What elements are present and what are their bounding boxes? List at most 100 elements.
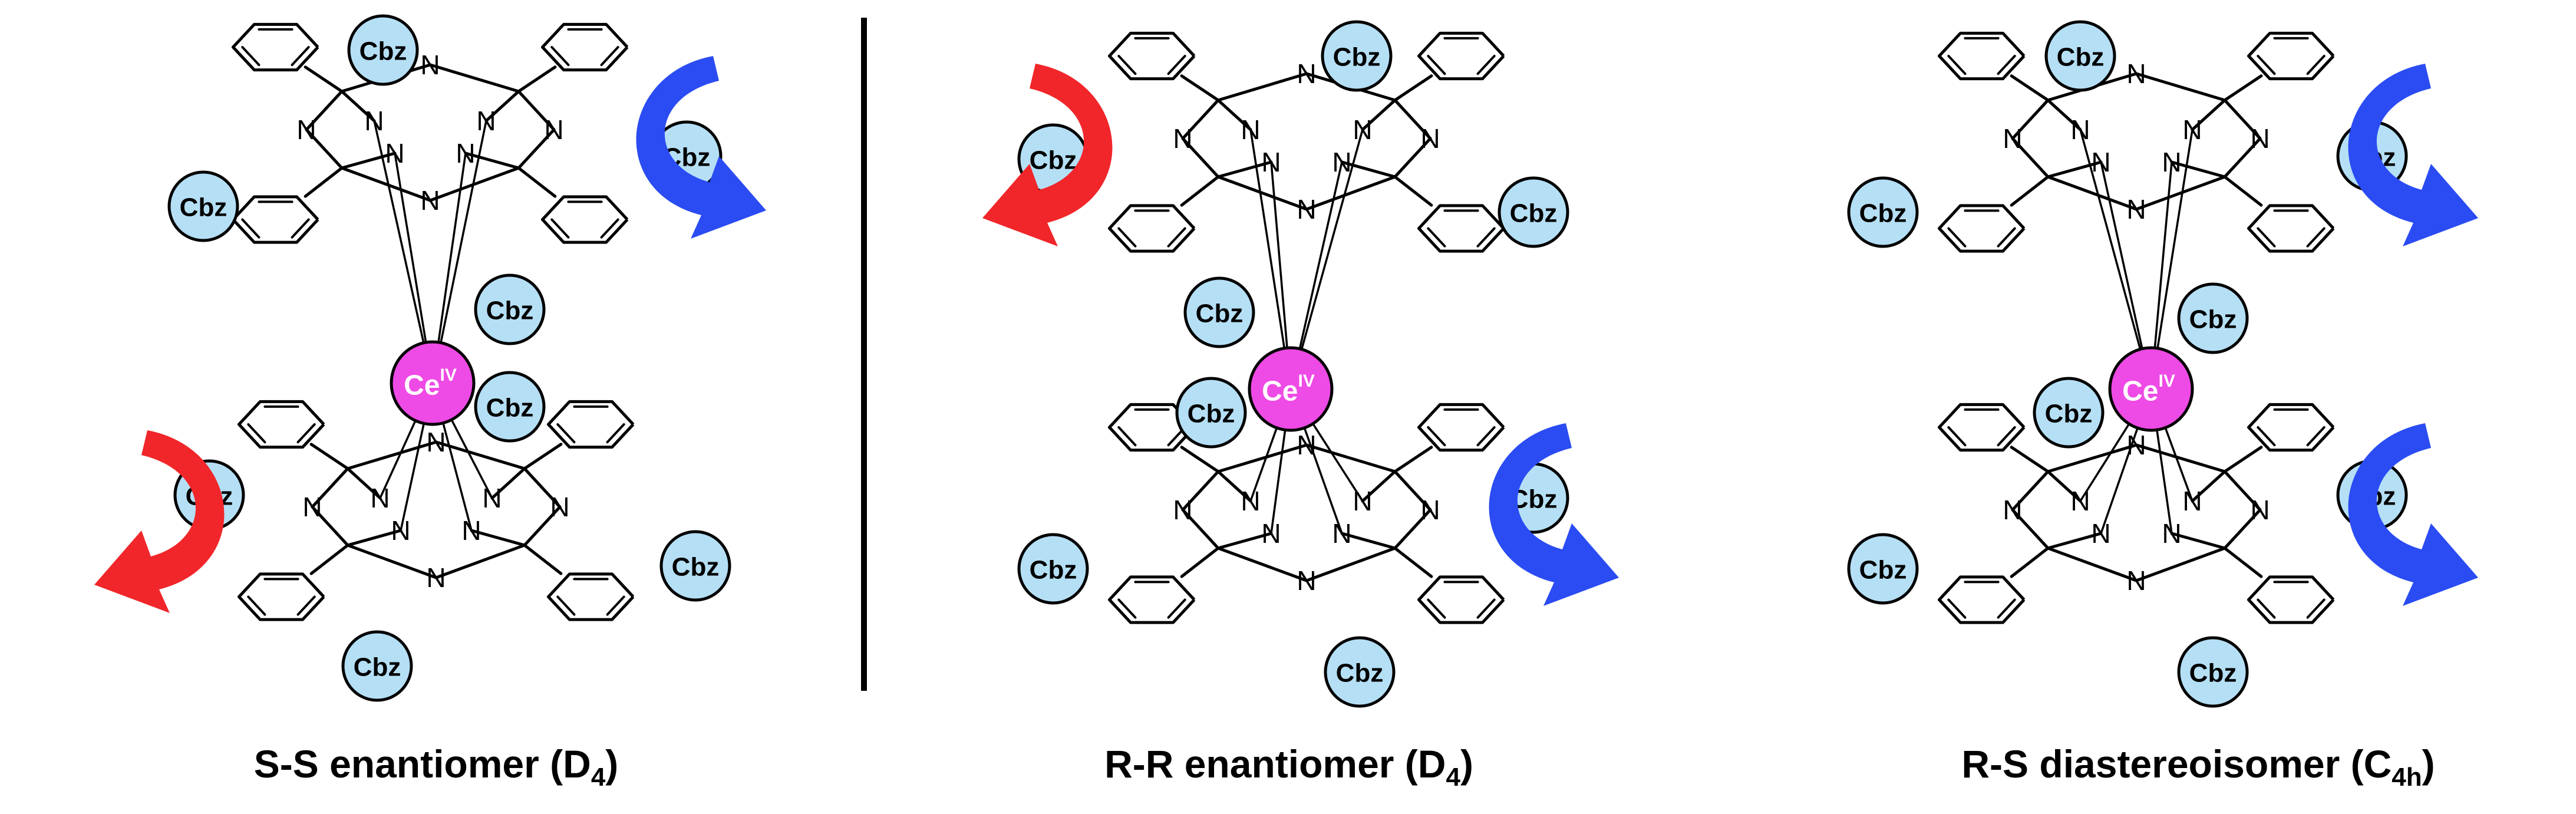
aromatic-bond [2306, 598, 2326, 619]
cbz-substituent: Cbz [1498, 176, 1569, 248]
cbz-circle [341, 630, 413, 702]
fused-bond [1393, 446, 1433, 473]
meso-bond [2223, 137, 2262, 179]
top-rotation-arrow [982, 64, 1113, 246]
cbz-substituent: Cbz [347, 14, 419, 86]
aromatic-bond [606, 595, 625, 616]
caption-r-r-enantiomer: R-R enantiomer (D4) [1104, 742, 1473, 792]
core-bond [1216, 160, 1273, 179]
cbz-substituent: Cbz [1017, 533, 1089, 605]
core-bond [340, 90, 376, 123]
meso-bond [428, 63, 520, 93]
cbz-label: Cbz [1030, 556, 1077, 585]
cerium-center: CeIV [1248, 346, 1334, 432]
cbz-substituent: Cbz [1321, 20, 1393, 92]
aromatic-bond [1117, 598, 1137, 619]
meso-bond [1305, 175, 1397, 211]
nitrogen-atom-label: N [2003, 495, 2022, 525]
meso-bond [1181, 98, 1220, 140]
blue-rotation-arrow [2348, 423, 2478, 606]
benzo-ring [541, 195, 629, 244]
coordination-bond [431, 120, 487, 384]
meso-bond [1393, 98, 1432, 140]
caption-subscript: 4 [591, 763, 606, 792]
meso-bond [2135, 443, 2227, 473]
aromatic-bond [2257, 55, 2276, 75]
aromatic-bond [247, 423, 266, 444]
cbz-circle [1498, 176, 1569, 248]
meso-bond [1305, 443, 1397, 473]
cbz-label: Cbz [486, 296, 534, 325]
oxidation-state-label: IV [1298, 371, 1315, 391]
core-bond [2191, 98, 2227, 131]
cbz-substituent: Cbz [2177, 282, 2249, 354]
aromatic-bond [291, 46, 310, 67]
cbz-circle [167, 170, 239, 242]
nitrogen-atom-label: N [1297, 194, 1316, 225]
meso-bond [346, 440, 438, 470]
aromatic-bond [606, 423, 625, 444]
meso-bond [434, 543, 526, 579]
nitrogen-atom-label: N [2003, 123, 2022, 154]
core-bond [2046, 532, 2103, 550]
meso-bond [1393, 508, 1432, 550]
benzo-ring [541, 22, 629, 72]
bottom-rotation-arrow [2348, 423, 2478, 606]
meso-bond [517, 128, 556, 170]
meso-bond [2011, 98, 2050, 140]
coordination-bond [373, 120, 434, 384]
coordination-bond [2079, 128, 2152, 390]
coordination-bond [1249, 128, 1292, 390]
aromatic-bond [1997, 227, 2016, 248]
core-bond [490, 467, 526, 500]
fused-bond [517, 166, 557, 198]
fused-bond [2223, 74, 2263, 102]
meso-bond [2011, 470, 2050, 512]
nitrogen-atom-label: N [1173, 495, 1192, 525]
panel-r-s-diastereoisomer: NNNNNNNNNNNNNNNNCbzCbzCbzCbzCbzCbzCbzCbz… [1847, 20, 2478, 708]
aromatic-bond [1997, 426, 2016, 447]
cbz-label: Cbz [354, 653, 401, 682]
benzo-ring [2247, 204, 2335, 253]
cbz-label: Cbz [1510, 199, 1558, 228]
cbz-substituent: Cbz [1847, 176, 1919, 248]
caption-r-s-diastereoisomer: R-S diastereoisomer (C4h) [1961, 742, 2435, 792]
cbz-circle [1324, 636, 1396, 708]
nitrogen-atom-label: N [2250, 123, 2270, 154]
fused-bond [1180, 74, 1220, 102]
bottom-rotation-arrow [94, 430, 225, 613]
fused-bond [523, 543, 563, 575]
cbz-circle [474, 371, 546, 443]
fused-bond [2223, 446, 2263, 473]
core-bond [2046, 470, 2082, 503]
benzo-ring [1938, 403, 2026, 452]
aromatic-bond [550, 218, 570, 239]
coordination-bond [1289, 128, 1364, 390]
aromatic-bond [1117, 227, 1137, 248]
meso-bond [305, 90, 344, 131]
aromatic-bond [1476, 227, 1496, 248]
cbz-substituent: Cbz [1175, 377, 1247, 449]
aromatic-bond [247, 595, 266, 616]
fused-bond [309, 443, 349, 470]
core-bond [346, 529, 403, 547]
meso-bond [1393, 470, 1432, 512]
aromatic-bond [1476, 55, 1496, 75]
bottom-rotation-arrow [1489, 423, 1619, 606]
meso-bond [1216, 72, 1308, 102]
nitrogen-atom-label: N [1297, 58, 1316, 89]
aromatic-bond [241, 218, 260, 239]
aromatic-bond [1167, 55, 1186, 75]
cbz-label: Cbz [359, 37, 407, 66]
benzo-ring [547, 400, 635, 449]
fused-bond [517, 65, 557, 93]
meso-bond [305, 128, 344, 170]
cbz-label: Cbz [1188, 400, 1235, 429]
nitrogen-atom-label: N [2126, 430, 2146, 460]
